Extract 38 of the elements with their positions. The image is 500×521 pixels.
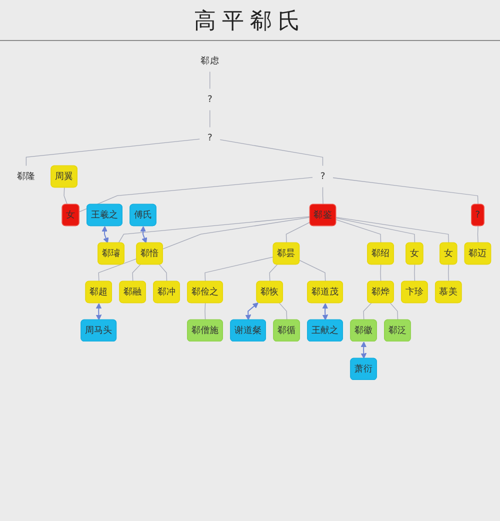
connector xyxy=(132,264,141,282)
node-text: 郗虑 xyxy=(200,55,220,66)
arrow xyxy=(102,226,109,244)
connector xyxy=(98,258,138,282)
arrow xyxy=(245,302,258,320)
connector xyxy=(477,226,478,244)
connector xyxy=(286,222,310,244)
connector xyxy=(64,187,68,205)
arrow xyxy=(322,303,328,320)
arrow xyxy=(96,303,102,320)
connector xyxy=(448,264,450,282)
connector xyxy=(336,218,416,244)
connector xyxy=(220,139,324,166)
connector xyxy=(332,177,478,205)
connector xyxy=(336,216,450,244)
connector xyxy=(279,302,288,320)
node-text: ? xyxy=(207,94,212,104)
connector xyxy=(414,264,416,282)
node-text: ? xyxy=(320,170,326,182)
connector xyxy=(79,177,313,212)
connector xyxy=(299,260,326,282)
connector xyxy=(159,264,168,282)
connector xyxy=(322,186,324,205)
title: 高平郗氏 xyxy=(194,9,306,34)
connector xyxy=(204,302,206,320)
node-text: ? xyxy=(207,132,212,143)
connector xyxy=(380,264,382,282)
connector xyxy=(363,302,372,320)
arrow xyxy=(140,226,148,244)
connector xyxy=(204,256,274,282)
connector xyxy=(162,217,310,250)
arrow xyxy=(360,342,367,359)
connector xyxy=(269,264,278,282)
connector xyxy=(336,219,382,244)
connector xyxy=(26,138,200,166)
connector xyxy=(390,302,398,320)
connector xyxy=(118,216,310,244)
node-text: 郗隆 xyxy=(17,170,36,182)
